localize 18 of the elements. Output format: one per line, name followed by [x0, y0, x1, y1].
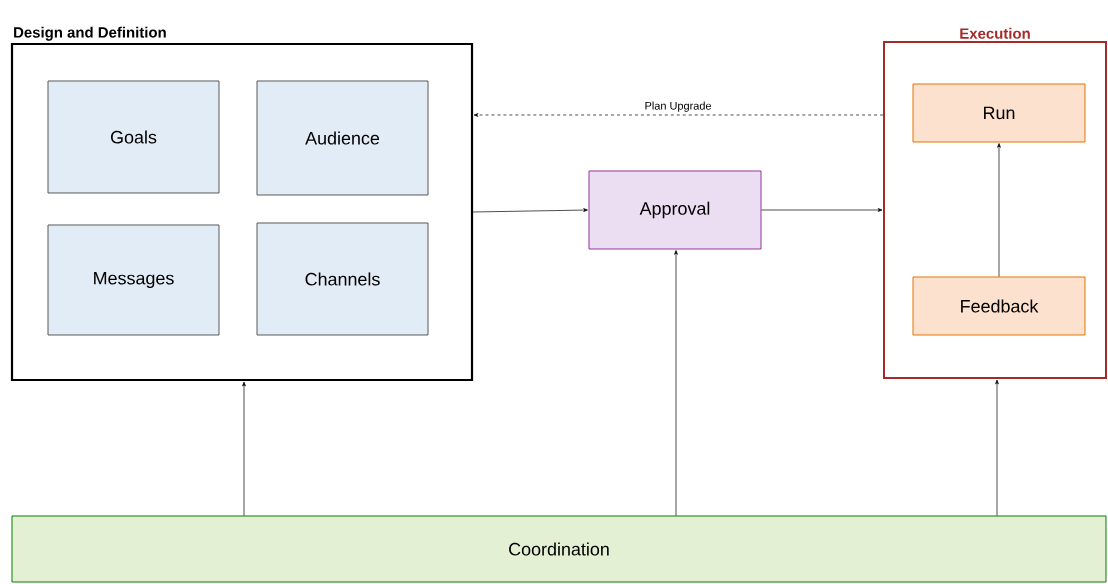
band-box: Coordination [11, 515, 1107, 583]
arrow [472, 208, 588, 213]
process-box: Messages [47, 224, 220, 336]
node-label: Execution [960, 27, 1030, 39]
arrow [995, 379, 999, 516]
arrow [997, 143, 1001, 277]
process-box: Channels [256, 222, 429, 336]
process-box: Run [912, 83, 1086, 143]
arrow [674, 250, 678, 516]
process-box: Audience [256, 80, 429, 196]
arrow [473, 113, 884, 117]
arrow [242, 381, 246, 516]
edge-label: Plan Upgrade [643, 100, 713, 113]
process-box: Feedback [912, 276, 1086, 336]
node-label: Design and Definition [14, 26, 166, 41]
process-box: Approval [588, 170, 762, 250]
process-box: Goals [47, 80, 220, 194]
arrow [761, 208, 883, 212]
